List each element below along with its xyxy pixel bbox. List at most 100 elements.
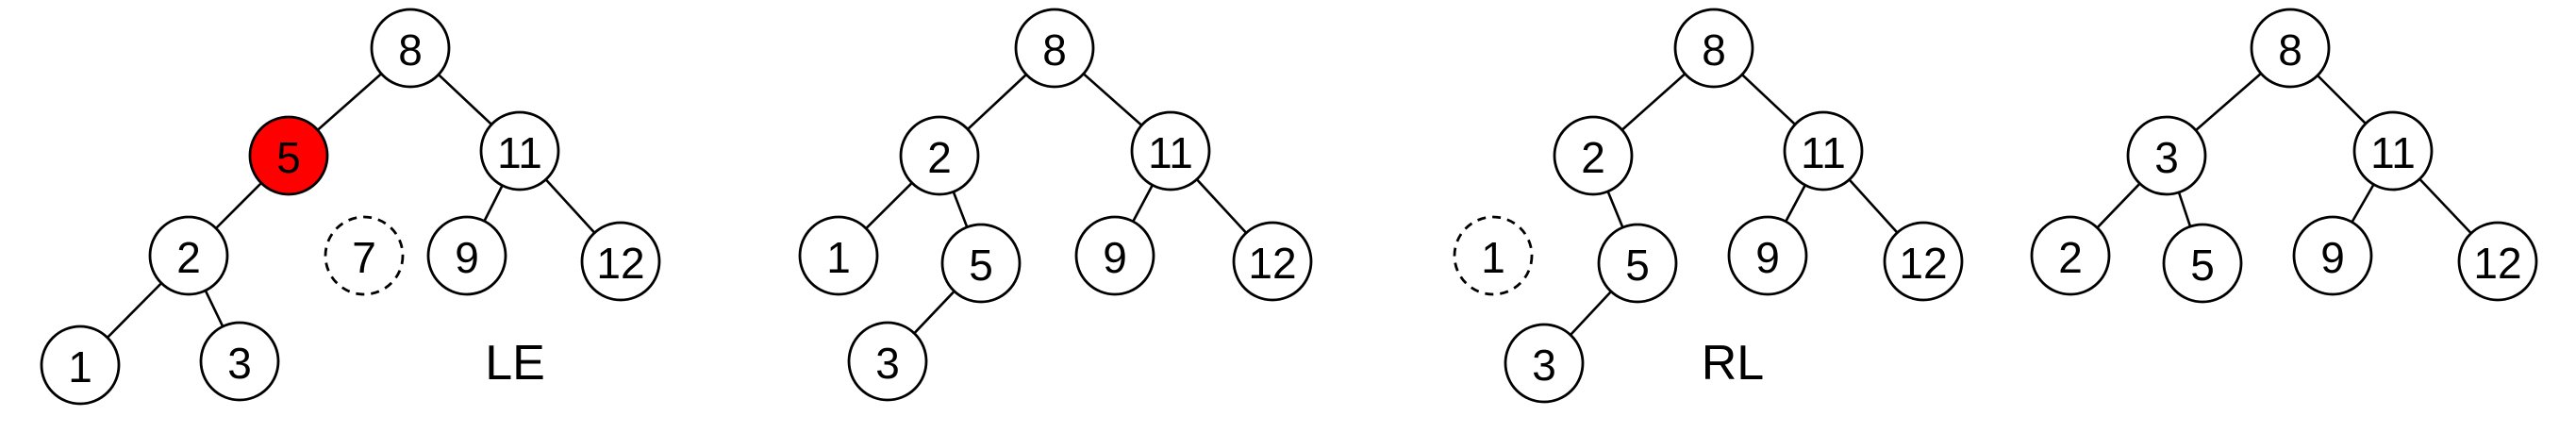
node-label: 2: [176, 233, 201, 282]
tree-node-2: 2: [1553, 115, 1634, 196]
node-circle: [1453, 215, 1534, 296]
tree-node-8: 8: [1673, 8, 1754, 89]
node-circle: [1673, 8, 1754, 89]
node-label: 12: [2473, 239, 2521, 288]
node-circle: [847, 321, 928, 402]
edge-d8-d3: [2195, 72, 2262, 132]
tree-node-1: 1: [40, 325, 121, 406]
node-label: 11: [1148, 128, 1193, 177]
tree-node-8: 8: [370, 8, 451, 89]
node-circle: [479, 110, 560, 192]
node-label: 2: [927, 133, 952, 182]
node-circle: [199, 321, 280, 402]
edge-a11-a12: [544, 178, 596, 234]
node-label: 1: [1481, 233, 1505, 282]
edge-b11-b12: [1195, 178, 1248, 234]
node-circle: [2352, 110, 2434, 192]
edge-c8-c2: [1620, 73, 1687, 131]
node-circle: [426, 215, 507, 296]
node-label: 8: [1042, 25, 1067, 75]
edge-c11-c9: [1785, 184, 1806, 223]
node-label: 9: [2320, 233, 2345, 282]
tree-node-8: 8: [2250, 8, 2331, 89]
edge-c11-c12: [1848, 178, 1899, 234]
tree-node-12: 12: [1232, 221, 1313, 302]
node-label: 8: [2278, 25, 2302, 75]
tree-node-3: 3: [1504, 323, 1585, 404]
node-label: 2: [1581, 133, 1605, 182]
edge-d8-d11: [2317, 75, 2367, 125]
node-label: 5: [969, 241, 993, 290]
node-label: 11: [2370, 128, 2416, 177]
edge-a8-a5: [316, 73, 383, 131]
tree-node-2: 2: [899, 115, 980, 196]
node-circle: [1504, 323, 1585, 404]
node-circle: [324, 215, 405, 296]
tree-node-12: 12: [580, 221, 661, 302]
tree-node-7: 7: [324, 215, 405, 296]
tree-node-9: 9: [1727, 215, 1808, 296]
node-label: 8: [1702, 25, 1726, 75]
edge-d11-d9: [2351, 183, 2375, 224]
tree-node-12: 12: [2457, 221, 2538, 302]
node-circle: [2292, 215, 2373, 296]
edge-b2-b5: [952, 191, 969, 228]
node-label: 1: [68, 342, 92, 391]
node-circle: [1232, 221, 1313, 302]
node-circle: [2126, 115, 2207, 196]
edge-c5-c3: [1570, 291, 1612, 336]
edge-c2-c5: [1606, 191, 1624, 228]
node-label: 5: [2190, 241, 2215, 290]
tree-node-5: 5: [248, 115, 329, 196]
edge-b5-b3: [913, 290, 956, 335]
node-circle: [248, 115, 329, 196]
tree-node-2: 2: [148, 215, 229, 296]
tree-node-5: 5: [940, 223, 1022, 304]
rotation-caption: RL: [1702, 336, 1764, 391]
node-label: 3: [227, 339, 252, 388]
edge-b11-b9: [1132, 184, 1154, 223]
tree-node-5: 5: [2162, 223, 2243, 304]
node-circle: [1727, 215, 1808, 296]
node-label: 8: [398, 25, 423, 75]
node-circle: [40, 325, 121, 406]
node-label: 12: [596, 239, 644, 288]
tree-node-9: 9: [426, 215, 507, 296]
edge-a2-a1: [106, 282, 163, 339]
node-label: 7: [352, 233, 376, 282]
edge-b8-b11: [1082, 73, 1143, 126]
edge-a8-a11: [437, 74, 493, 125]
node-circle: [2162, 223, 2243, 304]
tree-node-9: 9: [1074, 215, 1155, 296]
node-circle: [148, 215, 229, 296]
rotation-caption: LE: [485, 336, 545, 391]
edge-a11-a9: [483, 185, 504, 222]
node-circle: [798, 215, 879, 296]
edge-a2-a3: [204, 290, 224, 327]
node-circle: [940, 223, 1022, 304]
node-circle: [1553, 115, 1634, 196]
edge-b2-b1: [865, 181, 913, 230]
node-label: 11: [497, 128, 542, 177]
node-circle: [1014, 8, 1095, 89]
tree-node-1: 1: [1453, 215, 1534, 296]
tree-node-5: 5: [1597, 223, 1678, 304]
edge-b8-b2: [967, 74, 1027, 130]
node-label: 3: [875, 339, 900, 388]
tree-node-1: 1: [798, 215, 879, 296]
tree-node-3: 3: [199, 321, 280, 402]
node-circle: [1783, 110, 1864, 192]
node-label: 5: [1625, 241, 1650, 290]
node-circle: [2030, 215, 2111, 296]
node-label: 9: [455, 233, 479, 282]
node-label: 11: [1801, 128, 1846, 177]
tree-1: 8 5 11 2 7 9 12 1 3 LE: [40, 8, 661, 406]
node-circle: [370, 8, 451, 89]
node-circle: [1130, 110, 1211, 192]
node-circle: [1883, 221, 1964, 302]
edge-c8-c11: [1740, 74, 1797, 125]
tree-node-8: 8: [1014, 8, 1095, 89]
